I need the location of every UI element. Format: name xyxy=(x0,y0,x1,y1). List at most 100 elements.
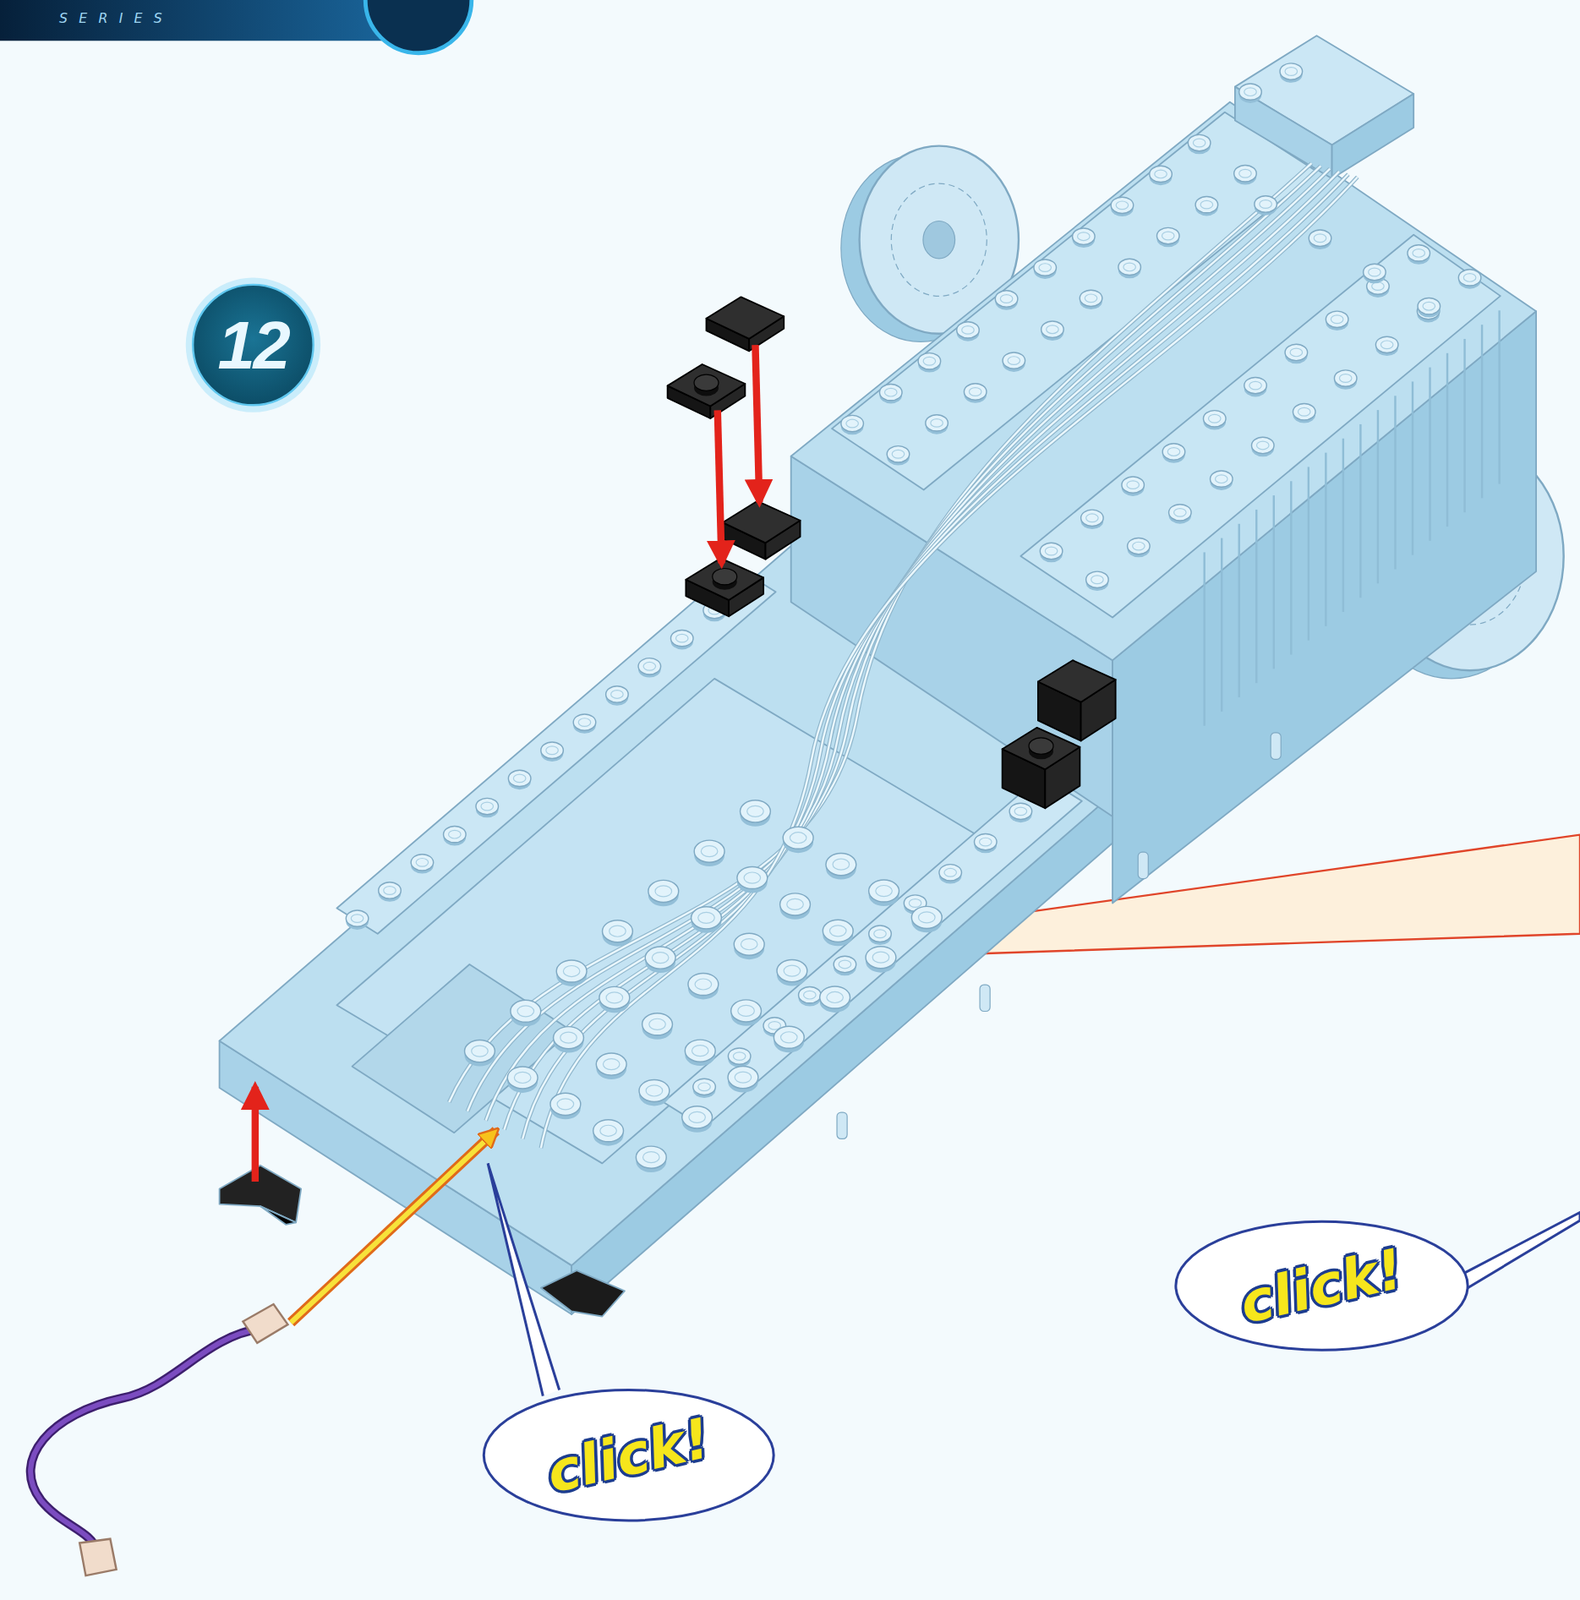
stud xyxy=(1292,404,1316,424)
stud xyxy=(1244,377,1268,397)
stud xyxy=(1072,228,1096,245)
wire-bundle xyxy=(522,174,1349,1139)
stud xyxy=(684,1039,716,1067)
stud xyxy=(1154,169,1167,179)
stud xyxy=(776,960,808,983)
stud xyxy=(1079,289,1103,310)
grille xyxy=(1446,353,1449,527)
stud xyxy=(1195,196,1219,213)
stud xyxy=(930,419,943,428)
stud xyxy=(1417,298,1441,315)
stud xyxy=(691,1045,709,1057)
stud xyxy=(1422,301,1435,311)
placement-arrow xyxy=(251,1087,259,1182)
stud xyxy=(869,925,892,946)
stud xyxy=(378,882,402,899)
logo-text: SERIES xyxy=(59,10,174,26)
stud xyxy=(1210,470,1234,491)
wire-bundle xyxy=(486,169,1330,1121)
stud xyxy=(1407,245,1431,262)
stud xyxy=(1041,321,1065,341)
stud xyxy=(700,846,718,858)
wire-bundle xyxy=(541,176,1358,1149)
stud xyxy=(1195,196,1219,216)
stud xyxy=(956,322,980,342)
stud xyxy=(560,1032,578,1044)
peg xyxy=(1270,732,1281,760)
stud xyxy=(345,910,369,930)
stud xyxy=(1292,404,1316,421)
stud xyxy=(675,634,688,643)
stud xyxy=(737,866,768,889)
stud xyxy=(1167,448,1180,457)
stud xyxy=(510,1000,542,1023)
stud xyxy=(833,956,857,976)
grille xyxy=(1307,466,1310,640)
stud xyxy=(464,1040,496,1067)
slope-brick xyxy=(260,1206,296,1225)
stud xyxy=(642,1013,673,1040)
stud xyxy=(963,383,987,400)
placement-arrow xyxy=(754,344,760,503)
stud xyxy=(923,356,935,366)
stud xyxy=(1174,508,1187,518)
stud xyxy=(1123,262,1136,272)
series-logo xyxy=(365,0,472,54)
stud xyxy=(918,912,936,924)
wire-bundle xyxy=(448,163,1358,1149)
step-circle xyxy=(192,284,313,405)
stud xyxy=(410,854,434,875)
stud xyxy=(1339,374,1351,383)
stud xyxy=(1375,336,1399,353)
stud xyxy=(1313,234,1326,243)
stud xyxy=(670,629,694,650)
stud xyxy=(737,866,768,893)
stud xyxy=(573,714,596,734)
stud xyxy=(684,1039,716,1062)
grille xyxy=(1273,495,1275,669)
wire-bundle xyxy=(467,165,1321,1111)
stud xyxy=(655,885,673,897)
side-rail xyxy=(336,566,776,935)
stud xyxy=(1002,352,1026,369)
black-brick xyxy=(1002,727,1081,809)
stud xyxy=(826,991,844,1003)
stud xyxy=(886,446,910,466)
stud xyxy=(1234,165,1258,186)
stud xyxy=(1202,410,1226,427)
stud xyxy=(578,718,591,728)
black-top xyxy=(667,364,746,407)
wire-bundle xyxy=(541,176,1358,1149)
stud xyxy=(891,449,904,459)
stud xyxy=(1372,282,1384,291)
body-top xyxy=(791,102,1537,661)
stud xyxy=(556,960,587,983)
stud xyxy=(1081,509,1105,530)
black-brick xyxy=(722,501,801,560)
stud xyxy=(803,990,816,1000)
stud xyxy=(879,384,903,405)
stud xyxy=(1200,200,1213,209)
stud xyxy=(1202,410,1226,431)
stud xyxy=(1215,475,1228,484)
stud xyxy=(1039,542,1063,563)
connector-plug xyxy=(79,1304,288,1576)
wire-bundle xyxy=(486,169,1330,1121)
stud xyxy=(1244,377,1268,394)
stud xyxy=(688,973,719,996)
stud xyxy=(510,1000,542,1027)
peg xyxy=(836,1112,848,1139)
stud xyxy=(606,686,629,703)
bubble-tail xyxy=(487,1163,1580,1396)
stud xyxy=(541,742,564,762)
stud xyxy=(1000,295,1012,304)
stud xyxy=(973,833,997,853)
stud xyxy=(1115,201,1128,210)
stud xyxy=(651,952,669,964)
stud xyxy=(1187,134,1211,151)
stud xyxy=(1249,381,1262,390)
stud xyxy=(513,1071,531,1083)
bubble-ellipse xyxy=(483,1389,774,1521)
stud xyxy=(639,1079,670,1106)
stud xyxy=(443,826,467,847)
